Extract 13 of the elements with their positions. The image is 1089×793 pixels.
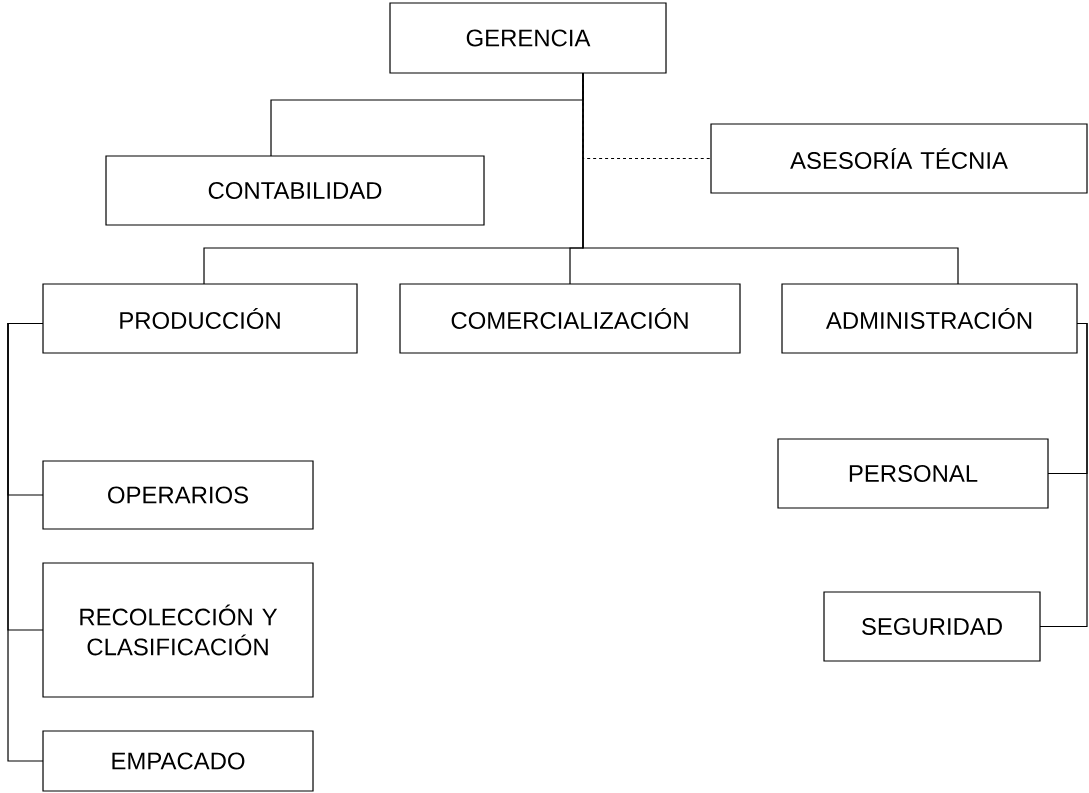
- connector-line: [7, 322, 44, 762]
- org-box: GERENCIA: [389, 2, 667, 74]
- org-box: OPERARIOS: [42, 460, 314, 530]
- org-box: RECOLECCIÓN Y CLASIFICACIÓN: [42, 562, 314, 698]
- org-box: CONTABILIDAD: [105, 155, 485, 226]
- org-box: ASESORÍA TÉCNIA: [710, 123, 1088, 194]
- org-box: PRODUCCIÓN: [42, 283, 358, 354]
- org-box: COMERCIALIZACIÓN: [399, 283, 741, 354]
- org-box: EMPACADO: [42, 730, 314, 792]
- org-box: PERSONAL: [777, 438, 1049, 509]
- org-box: ADMINISTRACIÓN: [781, 283, 1078, 354]
- connector-line: [1039, 322, 1088, 628]
- org-box: SEGURIDAD: [823, 591, 1041, 662]
